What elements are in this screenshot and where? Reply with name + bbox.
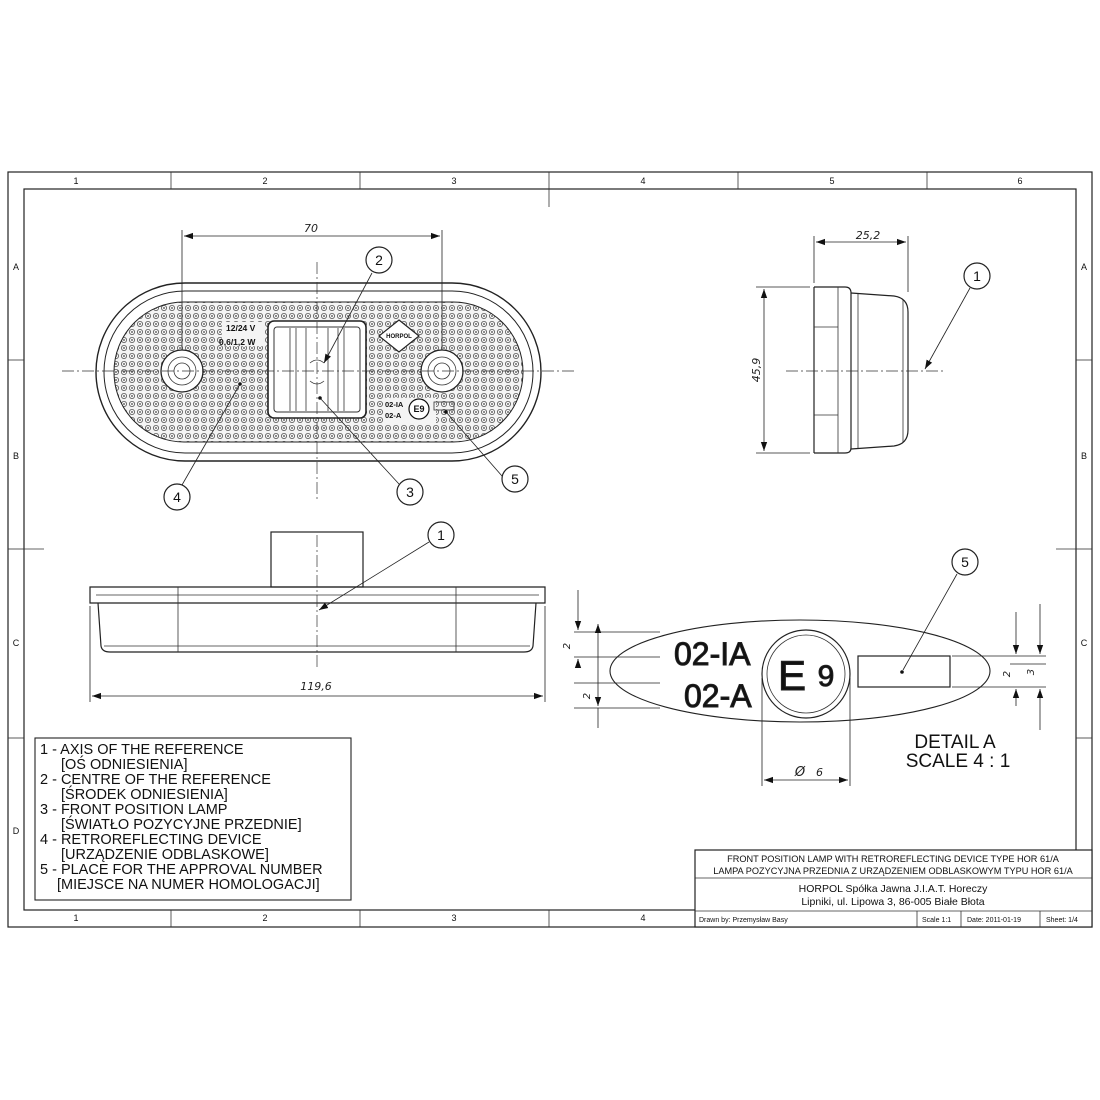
balloon-1-side-label: 1 xyxy=(973,268,981,284)
legend-item-5-pl: [MIEJSCE NA NUMER HOMOLOGACJI] xyxy=(57,877,320,893)
row-label-d: D xyxy=(13,826,20,836)
balloons: 2 3 4 5 1 1 5 xyxy=(163,246,991,671)
bottom-view: 119,6 xyxy=(89,531,546,702)
dim-detail-diameter-6: 6 xyxy=(816,766,823,779)
detail-e-number: 9 xyxy=(818,660,835,693)
lamp-power-label: 0,6/1,2 W xyxy=(219,337,256,347)
front-view: 12/24 V 0,6/1,2 W HORPOL 02-IA 02-A E9 7… xyxy=(62,222,576,500)
balloon-2-label: 2 xyxy=(375,252,383,268)
col-label-6: 6 xyxy=(1017,176,1022,186)
scale-field: Scale 1:1 xyxy=(922,917,951,924)
col-label-bottom-3: 3 xyxy=(451,913,456,923)
row-label-b-right: B xyxy=(1081,451,1087,461)
dim-depth-25-2: 25,2 xyxy=(856,229,881,242)
legend-item-1-pl: [OŚ ODNIESIENIA] xyxy=(61,755,188,773)
row-label-c: C xyxy=(13,638,20,648)
dim-height-45-9: 45,9 xyxy=(750,358,763,383)
row-label-a-right: A xyxy=(1081,262,1087,272)
side-view: 25,2 45,9 xyxy=(750,229,944,454)
dim-width-70: 70 xyxy=(304,222,318,235)
balloon-5 xyxy=(501,465,529,493)
legend-item-4-en: 4 - RETROREFLECTING DEVICE xyxy=(40,832,262,848)
legend-item-2-en: 2 - CENTRE OF THE REFERENCE xyxy=(40,772,271,788)
col-label-1: 1 xyxy=(73,176,78,186)
row-label-c-right: C xyxy=(1081,638,1088,648)
balloon-5-label: 5 xyxy=(511,471,519,487)
row-label-b: B xyxy=(13,451,19,461)
col-label-bottom-2: 2 xyxy=(262,913,267,923)
detail-title: DETAIL A xyxy=(914,732,996,753)
dim-detail-3-right: 3 xyxy=(1026,669,1037,675)
detail-e-letter: E xyxy=(778,652,806,699)
company-address: Lipniki, ul. Lipowa 3, 86-005 Białe Błot… xyxy=(801,896,984,908)
balloon-5-detail xyxy=(951,548,979,576)
balloon-4 xyxy=(163,483,191,511)
detail-a-view: 02-IA 02-A E 9 2 2 2 3 Ø 6 xyxy=(562,590,1046,786)
dim-detail-2-top: 2 xyxy=(562,643,573,649)
lamp-code-top: 02-IA xyxy=(385,400,404,409)
sheet-field: Sheet: 1/4 xyxy=(1046,917,1078,924)
e-mark-circle-icon xyxy=(408,398,430,420)
dim-length-119-6: 119,6 xyxy=(300,680,332,693)
balloon-1-bottom-label: 1 xyxy=(437,527,445,543)
lamp-code-bottom: 02-A xyxy=(385,411,402,420)
balloon-2 xyxy=(365,246,393,274)
balloon-4-label: 4 xyxy=(173,489,181,505)
col-label-bottom-1: 1 xyxy=(73,913,78,923)
brand-diamond-icon xyxy=(378,319,420,353)
title-block: FRONT POSITION LAMP WITH RETROREFLECTING… xyxy=(694,849,1093,928)
detail-e-mark-circle-icon xyxy=(761,629,851,719)
balloon-1-side xyxy=(963,262,991,290)
legend-item-2-pl: [ŚRODEK ODNIESIENIA] xyxy=(61,785,228,803)
legend-item-1-en: 1 - AXIS OF THE REFERENCE xyxy=(40,742,244,758)
balloon-5-detail-label: 5 xyxy=(961,554,969,570)
dim-detail-diameter-symbol: Ø xyxy=(794,765,806,780)
title-english: FRONT POSITION LAMP WITH RETROREFLECTING… xyxy=(727,854,1060,864)
detail-code-top: 02-IA xyxy=(674,636,751,672)
row-label-a: A xyxy=(13,262,19,272)
dim-detail-2-bottom: 2 xyxy=(582,693,593,699)
col-label-2: 2 xyxy=(262,176,267,186)
lamp-brand-label: HORPOL xyxy=(386,334,412,340)
company-name: HORPOL Spółka Jawna J.I.A.T. Horeczy xyxy=(799,883,988,895)
title-polish: LAMPA POZYCYJNA PRZEDNIA Z URZĄDZENIEM O… xyxy=(713,866,1073,876)
drawn-by: Drawn by: Przemysław Basy xyxy=(699,917,788,924)
detail-scale: SCALE 4 : 1 xyxy=(906,751,1011,772)
dim-detail-2-right: 2 xyxy=(1002,671,1013,677)
col-label-4: 4 xyxy=(640,176,645,186)
col-label-5: 5 xyxy=(829,176,834,186)
lamp-e-mark: E9 xyxy=(413,404,424,414)
balloon-3 xyxy=(396,478,424,506)
legend-item-5-en: 5 - PLACE FOR THE APPROVAL NUMBER xyxy=(40,862,323,878)
legend-item-4-pl: [URZĄDZENIE ODBLASKOWE] xyxy=(61,847,269,863)
legend-box: 1 - AXIS OF THE REFERENCE [OŚ ODNIESIENI… xyxy=(34,737,352,901)
balloon-3-label: 3 xyxy=(406,484,414,500)
detail-code-bottom: 02-A xyxy=(684,678,752,714)
lamp-voltage-label: 12/24 V xyxy=(226,323,256,333)
legend-item-3-pl: [ŚWIATŁO POZYCYJNE PRZEDNIE] xyxy=(61,815,302,833)
col-label-3: 3 xyxy=(451,176,456,186)
sheet-frame: 1 2 3 4 5 6 1 2 3 4 A B C D A B C xyxy=(7,171,1093,928)
legend-item-3-en: 3 - FRONT POSITION LAMP xyxy=(40,802,227,818)
col-label-bottom-4: 4 xyxy=(640,913,645,923)
date-field: Date: 2011-01-19 xyxy=(967,917,1021,924)
balloon-1-bottom xyxy=(427,521,455,549)
